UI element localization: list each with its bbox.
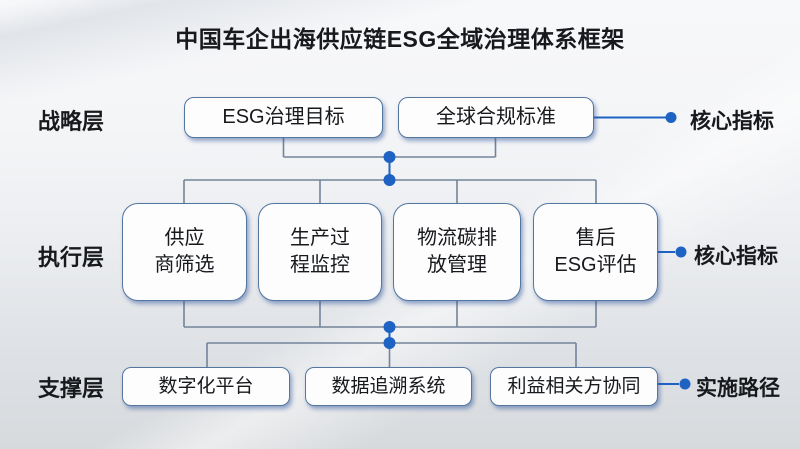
junction-dot bbox=[383, 174, 396, 186]
node-stakeholder-collaboration: 利益相关方协同 bbox=[490, 367, 658, 406]
side-label-implementation-path: 实施路径 bbox=[696, 377, 780, 400]
node-digital-platform: 数字化平台 bbox=[122, 367, 290, 406]
side-label-core-indicators-2: 核心指标 bbox=[694, 245, 778, 268]
node-aftersales-esg: 售后 ESG评估 bbox=[533, 203, 658, 301]
node-supplier-screening: 供应 商筛选 bbox=[122, 203, 247, 301]
layer-label-strategy: 战略层 bbox=[38, 109, 105, 134]
node-global-compliance: 全球合规标准 bbox=[398, 97, 594, 138]
tree-lines-top bbox=[183, 137, 597, 203]
junction-dot bbox=[383, 337, 396, 349]
side-label-core-indicators-1: 核心指标 bbox=[690, 110, 774, 133]
node-data-traceability: 数据追溯系统 bbox=[305, 367, 472, 406]
node-production-monitoring: 生产过 程监控 bbox=[258, 203, 382, 301]
node-logistics-carbon: 物流碳排 放管理 bbox=[393, 203, 521, 301]
layer-label-support: 支撑层 bbox=[38, 376, 105, 401]
tree-lines-bottom bbox=[183, 300, 597, 367]
layer-label-execution: 执行层 bbox=[38, 245, 105, 270]
junction-dot bbox=[383, 151, 396, 163]
junction-dot bbox=[383, 321, 396, 333]
terminal-dot bbox=[679, 378, 691, 390]
terminal-dot bbox=[675, 246, 687, 258]
node-esg-goals: ESG治理目标 bbox=[184, 97, 383, 138]
diagram-title: 中国车企出海供应链ESG全域治理体系框架 bbox=[175, 26, 625, 52]
terminal-dot bbox=[665, 112, 677, 123]
